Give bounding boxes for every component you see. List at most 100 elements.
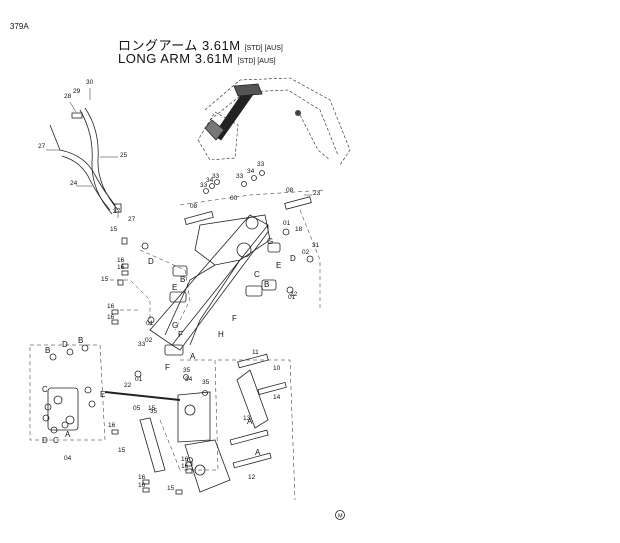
part-callout: 35 bbox=[202, 379, 210, 386]
part-callout: 01 bbox=[135, 376, 143, 383]
part-callout: 29 bbox=[73, 88, 81, 95]
pins-and-bushings bbox=[164, 196, 312, 469]
arm-body bbox=[149, 214, 271, 351]
part-callout: 33 bbox=[138, 341, 146, 348]
part-callout: 15 bbox=[167, 485, 175, 492]
part-callout: 04 bbox=[64, 455, 72, 462]
assembly-letter: B bbox=[45, 346, 50, 355]
assembly-letter: G bbox=[172, 321, 178, 330]
part-callout: 33 bbox=[257, 161, 265, 168]
part-callout: 16 bbox=[181, 463, 189, 470]
part-callout: 16 bbox=[117, 264, 125, 271]
assembly-letter: D bbox=[42, 436, 48, 445]
hose-assembly bbox=[49, 107, 122, 215]
part-callout: 27 bbox=[113, 208, 121, 215]
assembly-letter: E bbox=[100, 390, 105, 399]
assembly-letter: F bbox=[165, 363, 170, 372]
part-callout: 34 bbox=[206, 177, 214, 184]
part-callout: 33 bbox=[212, 173, 220, 180]
footer-mark-circle bbox=[335, 510, 345, 520]
part-callout: 15 bbox=[118, 447, 126, 454]
assembly-letter: C bbox=[42, 385, 48, 394]
title-japanese-tags: [STD] [AUS] bbox=[244, 45, 283, 52]
link-assemblies bbox=[139, 369, 269, 493]
title-japanese: ロングアーム 3.61M [STD] [AUS] bbox=[118, 35, 283, 54]
assembly-letter: A bbox=[190, 352, 196, 361]
title-english: LONG ARM 3.61M [STD] [AUS] bbox=[118, 51, 276, 66]
part-callout: 34 bbox=[247, 168, 255, 175]
part-callout: 16 bbox=[138, 474, 146, 481]
part-callout: 33 bbox=[200, 182, 208, 189]
part-callout: 15 bbox=[148, 405, 156, 412]
part-callout: 16 bbox=[107, 314, 115, 321]
assembly-letter: F bbox=[232, 314, 237, 323]
assembly-letter: D bbox=[148, 257, 154, 266]
excavator-reference-sketch bbox=[197, 77, 351, 166]
part-callout: 01 bbox=[288, 294, 296, 301]
assembly-letter: F bbox=[178, 330, 183, 339]
part-callout: 01 bbox=[146, 320, 154, 327]
part-callout: 34 bbox=[185, 376, 193, 383]
part-callout: 35 bbox=[150, 408, 158, 415]
part-callout: 22 bbox=[290, 291, 298, 298]
assembly-letter: A bbox=[255, 448, 261, 457]
part-callout: 16 bbox=[108, 422, 116, 429]
part-callout: 14 bbox=[273, 394, 281, 401]
part-callout: 27 bbox=[128, 216, 136, 223]
part-callout: 11 bbox=[252, 349, 259, 356]
assembly-letter: C bbox=[53, 436, 59, 445]
part-callout: 02 bbox=[302, 249, 310, 256]
footer-mark: M bbox=[338, 514, 343, 520]
title-english-text: LONG ARM 3.61M bbox=[118, 51, 234, 66]
arm-highlight bbox=[204, 83, 301, 141]
assembly-letter: D bbox=[290, 254, 296, 263]
assembly-letter: B bbox=[264, 280, 269, 289]
part-callout: 02 bbox=[145, 337, 153, 344]
assembly-letter: C bbox=[254, 270, 260, 279]
part-callout: 18 bbox=[295, 226, 303, 233]
part-callout: 31 bbox=[312, 242, 320, 249]
assembly-letter: D bbox=[62, 340, 68, 349]
assembly-letter: B bbox=[180, 275, 185, 284]
part-callout: 25 bbox=[120, 152, 128, 159]
inset-detail bbox=[47, 387, 181, 431]
part-callout: 23 bbox=[313, 190, 321, 197]
part-callout: 01 bbox=[283, 220, 291, 227]
bolts bbox=[111, 237, 193, 495]
part-callout: 28 bbox=[64, 93, 72, 100]
diagram-code: 379A bbox=[10, 22, 29, 31]
part-callout: 10 bbox=[273, 365, 281, 372]
part-callout: 16 bbox=[138, 482, 146, 489]
part-callout: 13 bbox=[243, 415, 251, 422]
assembly-letter: E bbox=[172, 283, 177, 292]
part-callout: 24 bbox=[70, 180, 78, 187]
part-callout: 35 bbox=[183, 367, 191, 374]
part-callout: 33 bbox=[236, 173, 244, 180]
assembly-letter: H bbox=[218, 330, 224, 339]
part-callout: 16 bbox=[181, 456, 189, 463]
part-callout: 15 bbox=[110, 226, 118, 233]
part-callout: 12 bbox=[248, 474, 256, 481]
title-japanese-text: ロングアーム 3.61M bbox=[118, 38, 241, 53]
assembly-letter: B bbox=[78, 336, 83, 345]
part-callout: 16 bbox=[117, 257, 125, 264]
part-callout: 15 bbox=[101, 276, 109, 283]
part-callout: 08 bbox=[190, 203, 198, 210]
title-english-tags: [STD] [AUS] bbox=[237, 58, 276, 65]
part-callout: 08 bbox=[286, 187, 294, 194]
assembly-letter: E bbox=[276, 261, 281, 270]
part-callout: 30 bbox=[86, 79, 94, 86]
part-callout: 27 bbox=[38, 143, 46, 150]
part-callout: 05 bbox=[133, 405, 141, 412]
assembly-letter: A bbox=[65, 430, 71, 439]
assembly-letter: A bbox=[247, 417, 253, 426]
leader-lines bbox=[46, 88, 312, 218]
part-callout: 16 bbox=[107, 303, 115, 310]
washers bbox=[42, 170, 314, 463]
assembly-letter: G bbox=[267, 237, 273, 246]
part-callout: 22 bbox=[124, 382, 132, 389]
